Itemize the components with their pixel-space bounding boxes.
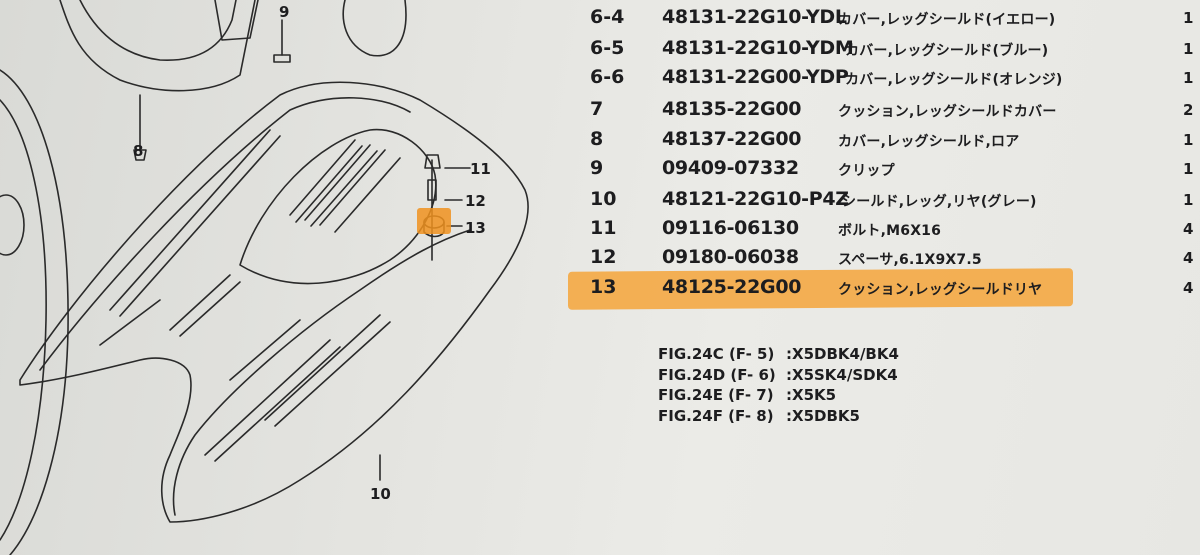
part-description: ボルト,M6X16: [838, 223, 942, 239]
callout-10: 10: [370, 485, 391, 503]
part-description: カバー,レッグシールド(イエロー): [838, 12, 1056, 28]
table-row: 7 48135-22G00 クッション,レッグシールドカバー 2: [0, 98, 1200, 128]
part-description: カバー,レッグシールド,ロア: [838, 134, 1020, 150]
table-row: 6-4 48131-22G10-YDL カバー,レッグシールド(イエロー) 1: [0, 6, 1200, 36]
table-row-highlighted: 13 48125-22G00 クッション,レッグシールドリヤ 4: [0, 276, 1200, 306]
figure-note: FIG.24D (F- 6) :X5SK4/SDK4: [658, 366, 898, 384]
table-row: 6-5 48131-22G10-YDM カバー,レッグシールド(ブルー) 1: [0, 37, 1200, 67]
quantity: 1: [1183, 131, 1194, 149]
ref-number: 10: [590, 188, 617, 210]
figure-label: FIG.24D (F- 6): [658, 366, 776, 384]
rear-leg-shield: [19, 81, 529, 523]
callout-9: 9: [279, 3, 290, 21]
quantity: 1: [1183, 9, 1194, 27]
figure-note: FIG.24C (F- 5) :X5DBK4/BK4: [658, 345, 899, 363]
quantity: 1: [1183, 40, 1194, 58]
figure-label: FIG.24F (F- 8): [658, 407, 774, 425]
ref-number: 6-5: [590, 37, 625, 59]
callout-11: 11: [470, 160, 491, 178]
part-description: シールド,レッグ,リヤ(グレー): [842, 194, 1037, 210]
table-row: 10 48121-22G10-P4Z シールド,レッグ,リヤ(グレー) 1: [0, 188, 1200, 218]
quantity: 4: [1183, 279, 1194, 297]
figure-note: FIG.24F (F- 8) :X5DBK5: [658, 407, 860, 425]
quantity: 1: [1183, 191, 1194, 209]
part-description: スペーサ,6.1X9X7.5: [838, 252, 982, 268]
quantity: 4: [1183, 220, 1194, 238]
quantity: 2: [1183, 101, 1194, 119]
table-row: 6-6 48131-22G00-YDP カバー,レッグシールド(オレンジ) 1: [0, 66, 1200, 96]
upper-cover: [59, 0, 256, 92]
figure-value: :X5K5: [786, 386, 837, 404]
ref-number: 13: [590, 276, 617, 298]
figure-value: :X5SK4/SDK4: [786, 366, 898, 384]
table-row: 9 09409-07332 クリップ 1: [0, 157, 1200, 187]
ref-number: 8: [590, 128, 604, 150]
part-number: 48121-22G10-P4Z: [662, 188, 849, 210]
part-number: 09180-06038: [662, 246, 799, 268]
quantity: 4: [1183, 249, 1194, 267]
callout-13: 13: [465, 219, 486, 237]
highlight-marker-13: [417, 208, 451, 234]
figure-label: FIG.24C (F- 5): [658, 345, 775, 363]
figure-value: :X5DBK4/BK4: [786, 345, 899, 363]
frame-outline: [0, 69, 69, 555]
part-number: 09116-06130: [662, 217, 799, 239]
part-number: 48131-22G10-YDL: [662, 6, 847, 28]
quantity: 1: [1183, 160, 1194, 178]
table-row: 11 09116-06130 ボルト,M6X16 4: [0, 217, 1200, 247]
part-description: クリップ: [838, 163, 895, 179]
exploded-parts-diagram: [0, 0, 529, 555]
callout-8: 8: [133, 142, 144, 160]
part-description: カバー,レッグシールド(オレンジ): [845, 72, 1063, 88]
part-number: 48135-22G00: [662, 98, 802, 120]
callout-12: 12: [465, 192, 486, 210]
table-row: 12 09180-06038 スペーサ,6.1X9X7.5 4: [0, 246, 1200, 276]
part-number: 48125-22G00: [662, 276, 802, 298]
part-description: クッション,レッグシールドカバー: [838, 104, 1057, 120]
ref-number: 6-6: [590, 66, 625, 88]
figure-label: FIG.24E (F- 7): [658, 386, 774, 404]
part-description: カバー,レッグシールド(ブルー): [845, 43, 1049, 59]
ref-number: 7: [590, 98, 604, 120]
part-number: 48137-22G00: [662, 128, 802, 150]
ref-number: 6-4: [590, 6, 625, 28]
figure-note: FIG.24E (F- 7) :X5K5: [658, 386, 836, 404]
ref-number: 11: [590, 217, 617, 239]
part-number: 48131-22G10-YDM: [662, 37, 854, 59]
quantity: 1: [1183, 69, 1194, 87]
part-number: 48131-22G00-YDP: [662, 66, 849, 88]
table-row: 8 48137-22G00 カバー,レッグシールド,ロア 1: [0, 128, 1200, 158]
part-number: 09409-07332: [662, 157, 799, 179]
part-description: クッション,レッグシールドリヤ: [838, 282, 1043, 298]
ref-number: 12: [590, 246, 617, 268]
figure-value: :X5DBK5: [786, 407, 860, 425]
ref-number: 9: [590, 157, 604, 179]
